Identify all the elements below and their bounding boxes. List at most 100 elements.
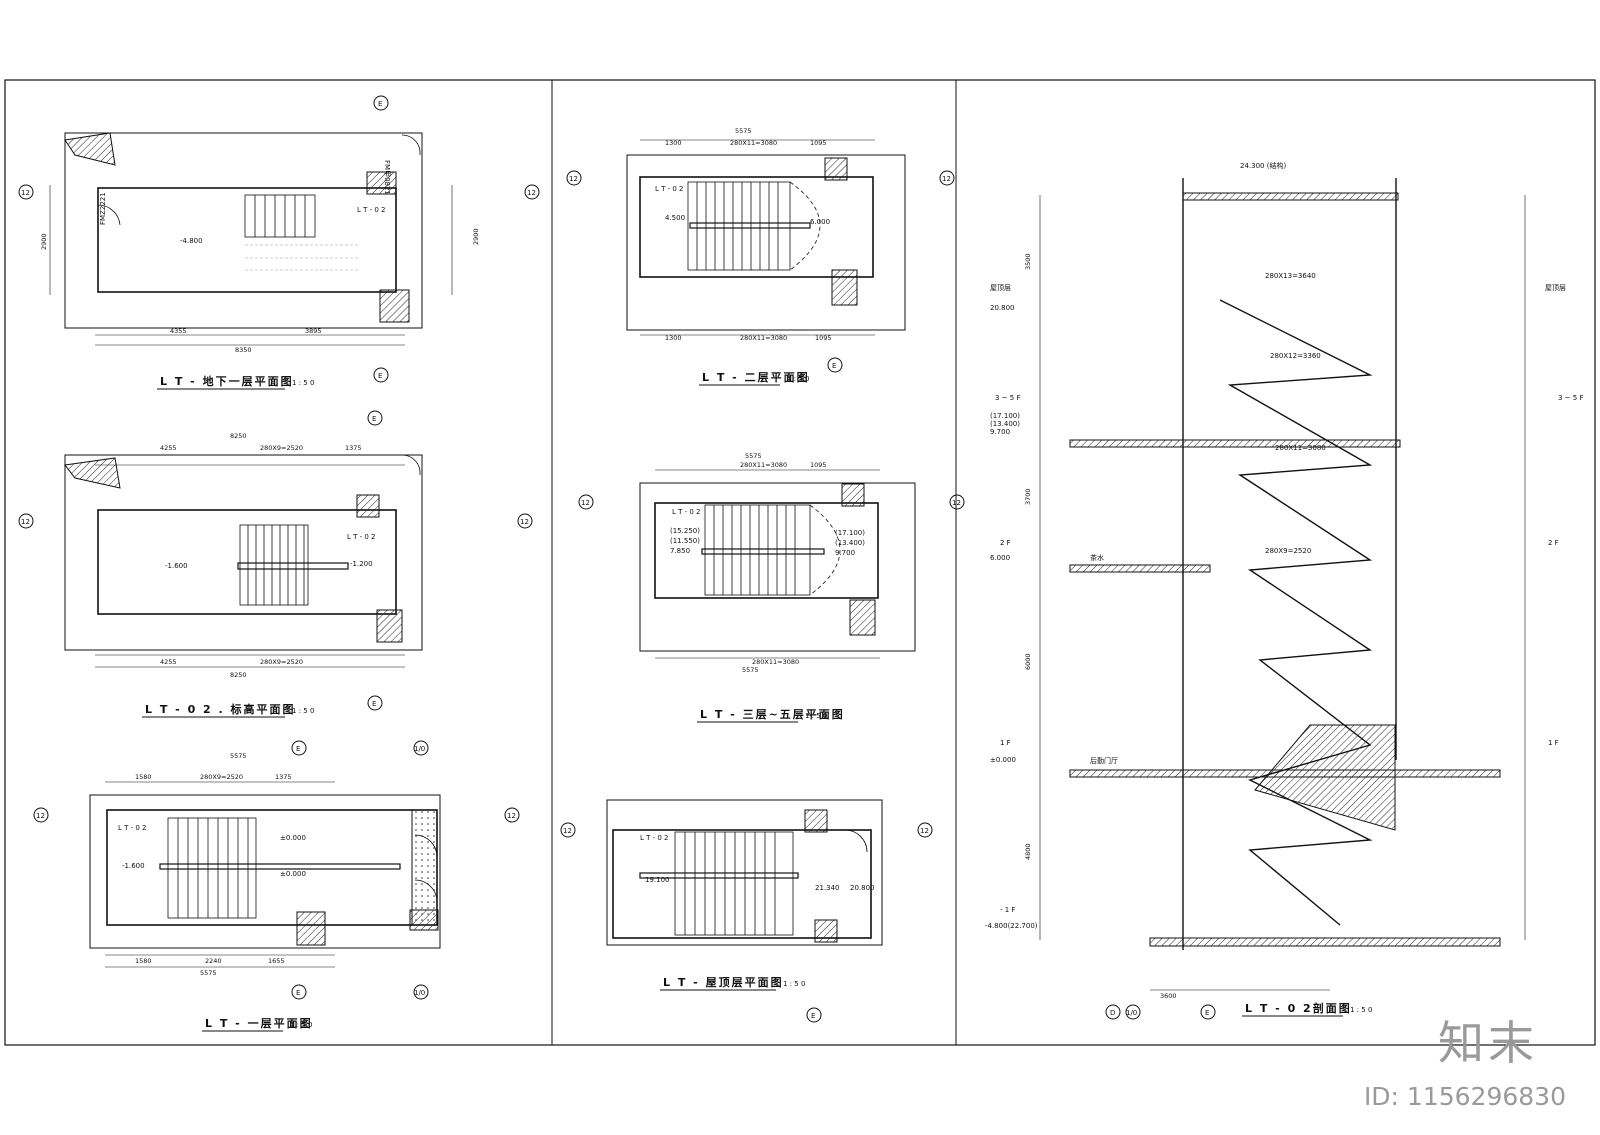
dim-1655: 1655: [268, 957, 285, 965]
title-2f: L T - 二层平面图: [702, 371, 810, 384]
stair-tag: L T - 0 2: [357, 206, 386, 214]
sec-lvl: ±0.000: [990, 756, 1016, 764]
dim-2520: 280X9=2520: [260, 444, 303, 452]
axis-E: E: [832, 362, 836, 370]
axis-E: E: [296, 745, 300, 753]
sheet-frame: [4, 79, 1596, 1046]
sec-run: 280X9=2520: [1265, 547, 1311, 555]
dim-5575: 5575: [735, 127, 752, 135]
level-tag: 20.800: [850, 884, 875, 892]
dim-1375: 1375: [345, 444, 362, 452]
dim-3080: 280X11=3080: [740, 334, 787, 342]
title-basement: L T - 地下一层平面图: [160, 374, 294, 388]
asset-id: ID: 1156296830: [1363, 1082, 1566, 1111]
dim-8250: 8250: [230, 671, 247, 679]
dim-1300: 1300: [665, 139, 682, 147]
sec-floor: 2 F: [1548, 539, 1559, 547]
axis-E: E: [372, 415, 376, 423]
sec-h: 4800: [1024, 843, 1032, 860]
axis-D: D: [1110, 1009, 1115, 1017]
stair-tag: L T - 0 2: [655, 185, 684, 193]
axis-E: E: [1205, 1009, 1209, 1017]
stair-tag: L T - 0 2: [347, 533, 376, 541]
dim-3080: 280X11=3080: [740, 461, 787, 469]
level-tag: 9.700: [835, 549, 855, 557]
level-tag: -1.200: [350, 560, 373, 568]
scale: 1 : 5 0: [783, 980, 805, 988]
dim-1375: 1375: [275, 773, 292, 781]
axis-12: 12: [942, 175, 951, 183]
sec-lvl: 20.800: [990, 304, 1015, 312]
sec-floor: 2 F: [1000, 539, 1011, 547]
dim-1300: 1300: [665, 334, 682, 342]
axis-E: E: [811, 1012, 815, 1020]
stair-tag: L T - 0 2: [672, 508, 701, 516]
level-tag: -1.600: [165, 562, 188, 570]
scale: 1 : 5 0: [290, 1021, 312, 1029]
level-tag: ±0.000: [280, 834, 306, 842]
plan-1f: [89, 781, 441, 968]
level-tag: -1.600: [122, 862, 145, 870]
dim-5575: 5575: [742, 666, 759, 674]
axis-12: 12: [952, 499, 961, 507]
dim-5575: 5575: [200, 969, 217, 977]
axis-12: 12: [21, 189, 30, 197]
door-tag: FM甲0821: [383, 160, 391, 195]
scale: 1 : 5 0: [1350, 1006, 1372, 1014]
level-tag: 19.100: [645, 876, 670, 884]
level-tag: (15.250): [670, 527, 700, 535]
axis-12: 12: [569, 175, 578, 183]
level-tag: (11.550): [670, 537, 700, 545]
sec-lvl: -4.800(22.700): [985, 922, 1038, 930]
axis-1-0: 1/0: [1126, 1009, 1137, 1017]
axis-E: E: [378, 372, 382, 380]
level-tag: -4.800: [180, 237, 203, 245]
sec-top-level: 24.300 (结构): [1240, 161, 1286, 170]
level-tag: ±0.000: [280, 870, 306, 878]
stair-tag: L T - 0 2: [118, 824, 147, 832]
dim-2520: 280X9=2520: [260, 658, 303, 666]
axis-12: 12: [527, 189, 536, 197]
axis-12: 12: [920, 827, 929, 835]
dim-2240: 2240: [205, 957, 222, 965]
sec-run: 280X11=3080: [1275, 444, 1326, 452]
door-tag: FMZ2221: [99, 192, 107, 225]
level-tag: 4.500: [665, 214, 685, 222]
title-1f: L T - 一层平面图: [205, 1017, 313, 1030]
sec-lvl: (13.400): [990, 420, 1020, 428]
axis-12: 12: [581, 499, 590, 507]
level-tag: (17.100): [835, 529, 865, 537]
sec-lvl: 6.000: [990, 554, 1010, 562]
dim-8350: 8350: [235, 346, 252, 354]
dim-3895: 3895: [305, 327, 322, 335]
dim-4255: 4255: [160, 444, 177, 452]
sec-h: 6000: [1024, 653, 1032, 670]
title-roof: L T - 屋顶层平面图: [663, 976, 784, 989]
brand-watermark: 知末: [1438, 1016, 1538, 1070]
dim-1580: 1580: [135, 773, 152, 781]
axis-12: 12: [21, 518, 30, 526]
title-3f-5f: L T - 三层~五层平面图: [700, 708, 845, 721]
dim-5575: 5575: [230, 752, 247, 760]
axis-1-0: 1/0: [414, 745, 425, 753]
plan-roof: [606, 799, 883, 946]
axis-E: E: [378, 100, 382, 108]
dim-2900b: 2900: [472, 228, 480, 245]
scale: 1 : 5 0: [805, 712, 827, 720]
dim-2520: 280X9=2520: [200, 773, 243, 781]
level-tag: 7.850: [670, 547, 690, 555]
plan-mid: [64, 454, 423, 668]
sec-floor: 3 ~ 5 F: [995, 394, 1020, 402]
plan-3f-5f: [639, 469, 916, 659]
scale: 1 : 5 0: [292, 707, 314, 715]
axis-12: 12: [507, 812, 516, 820]
axis-12: 12: [36, 812, 45, 820]
scale: 1 : 5 0: [292, 379, 314, 387]
section-view: [1039, 178, 1526, 991]
dim-5575: 5575: [745, 452, 762, 460]
level-tag: 21.340: [815, 884, 840, 892]
dim-4255: 4255: [160, 658, 177, 666]
level-tag: (13.400): [835, 539, 865, 547]
sec-roof: 屋顶层: [990, 284, 1011, 292]
sec-roof: 屋顶层: [1545, 284, 1566, 292]
